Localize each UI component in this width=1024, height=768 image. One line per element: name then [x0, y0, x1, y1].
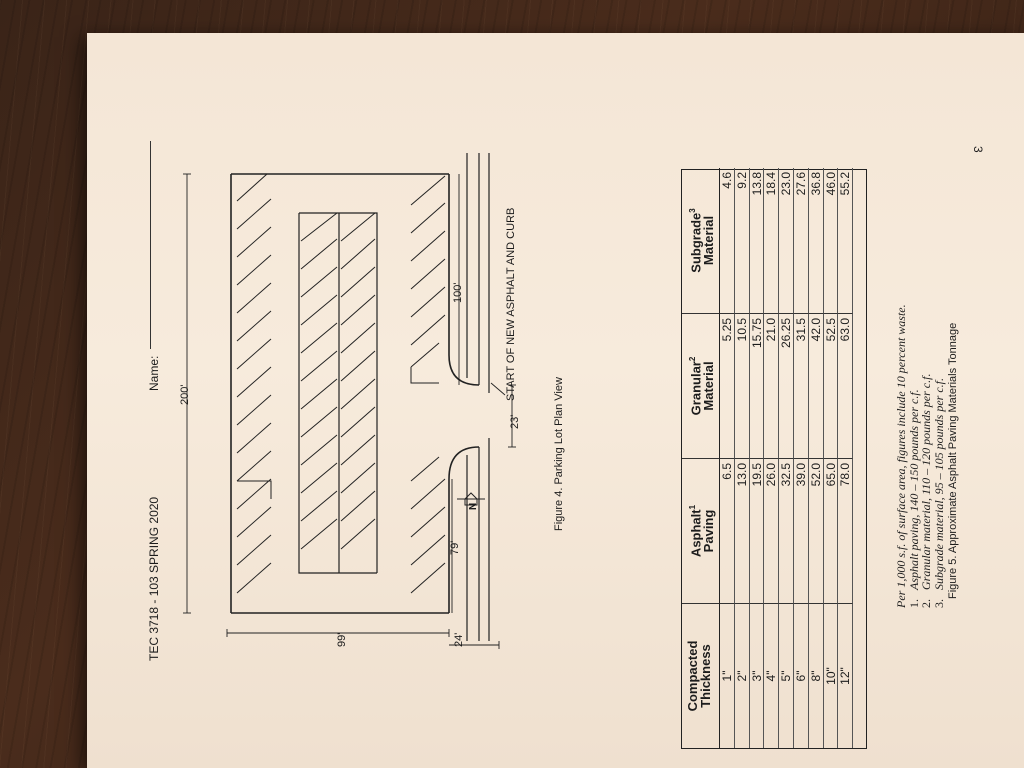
dimension-lines — [183, 173, 516, 649]
table-cell: 31.5 — [793, 313, 809, 458]
table-cell: 52.0 — [808, 458, 824, 603]
table-cell: 2" — [734, 603, 750, 748]
table-cell: 26.25 — [779, 313, 794, 458]
table-header-footnote: 3 — [688, 208, 697, 213]
table-cell: 3" — [749, 603, 765, 748]
note-item: 3. Subgrade material, 95 – 105 pounds per… — [931, 48, 946, 608]
table-header-line2: Material — [701, 361, 717, 411]
lot-outline — [230, 173, 480, 614]
stall-hatches-left — [236, 173, 272, 594]
table-cell: 9.2 — [734, 168, 750, 313]
page-number: 3 — [971, 146, 985, 153]
table-header-line2: Material — [701, 215, 717, 266]
table-cell: 26.0 — [764, 458, 780, 603]
table-header-line2: Thickness — [698, 644, 713, 708]
table-cell: 55.2 — [838, 168, 854, 313]
name-underline — [150, 141, 151, 349]
north-arrow-icon — [457, 492, 485, 506]
table-cell: 63.0 — [838, 313, 854, 458]
table-cell: 65.0 — [823, 458, 839, 603]
paper-sheet: TEC 3718 - 103 SPRING 2020 Name: 3 — [87, 33, 1024, 768]
table-cell: 39.0 — [793, 458, 809, 603]
table-cell: 4.6 — [720, 168, 735, 313]
center-island — [298, 212, 378, 574]
table-notes: Per 1,000 s.f. of surface area, figures … — [894, 48, 946, 608]
table-cell: 32.5 — [779, 458, 794, 603]
parking-lot-plan — [183, 153, 516, 649]
table-cell: 27.6 — [793, 168, 809, 313]
table-cell: 19.5 — [749, 458, 765, 603]
table-cell: 1" — [720, 603, 735, 748]
table-cell: 10.5 — [734, 313, 750, 458]
curb-lines — [466, 153, 490, 641]
table-cell: 46.0 — [823, 168, 839, 313]
table-cell: 6" — [793, 603, 809, 748]
table-cell: 12" — [838, 603, 854, 748]
dim-23-label: 23' — [509, 414, 521, 429]
dim-24-label: 24' — [453, 632, 465, 647]
table-cell: 78.0 — [838, 458, 854, 603]
note-number: 2. — [919, 599, 933, 608]
start-label: START OF NEW ASPHALT AND CURB — [505, 207, 517, 401]
table-cell: 6.5 — [720, 458, 735, 603]
table-cell: 5.25 — [720, 313, 735, 458]
table-cell: 5" — [779, 603, 794, 748]
table-cell: 4" — [764, 603, 780, 748]
table-cell: 23.0 — [779, 168, 794, 313]
table-cell: 13.8 — [749, 168, 765, 313]
table-cell: 8" — [808, 603, 824, 748]
table-cell: 13.0 — [734, 458, 750, 603]
figure4-caption: Figure 4. Parking Lot Plan View — [553, 377, 565, 531]
north-label: N — [468, 502, 479, 510]
table-cell: 18.4 — [764, 168, 780, 313]
table-header-footnote: 2 — [688, 356, 697, 362]
stall-hatches-center — [300, 212, 376, 550]
table-cell: 52.5 — [823, 313, 839, 458]
notes-list: 1.Asphalt paving, 140 – 150 pounds per c… — [907, 48, 946, 608]
table-header-footnote: 1 — [688, 504, 697, 510]
table-cell: 10" — [823, 603, 839, 748]
stall-hatches-right — [410, 175, 446, 594]
dim-100-label: 100' — [452, 282, 464, 303]
table-cell: 42.0 — [808, 313, 824, 458]
table-cell: 36.8 — [808, 168, 824, 313]
dim-79-label: 79' — [449, 540, 461, 555]
note-text: Subgrade material, 95 – 105 pounds per c… — [931, 378, 946, 590]
table-cell: 21.0 — [764, 313, 780, 458]
table-header-line2: Paving — [701, 509, 717, 553]
note-number: 3. — [931, 599, 946, 608]
dim-200-label: 200' — [179, 384, 191, 405]
table-cell: 15.75 — [749, 313, 765, 458]
dim-99-label: 99' — [336, 632, 348, 647]
figure5-caption: Figure 5. Approximate Asphalt Paving Mat… — [947, 322, 959, 599]
